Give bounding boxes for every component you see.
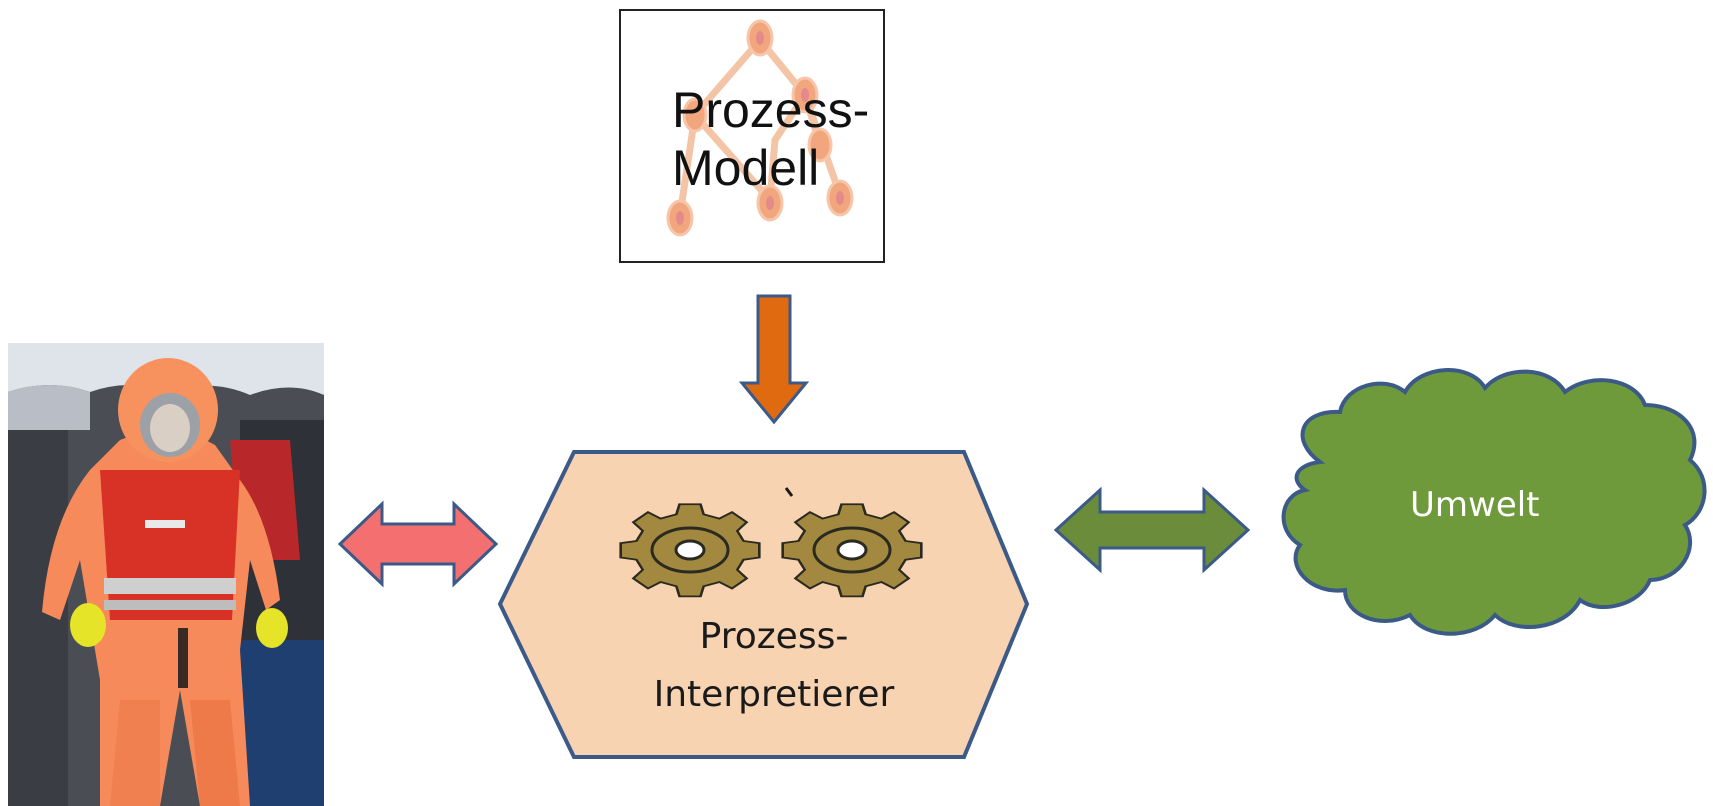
hazmat-suit-photo	[8, 343, 324, 806]
gears-icon	[619, 487, 923, 598]
model-to-interpreter-arrow	[738, 294, 810, 425]
person-interpreter-double-arrow	[337, 500, 499, 588]
interpreter-title-line1: Prozess-	[700, 616, 849, 657]
process-model-title-line1: Prozess-	[672, 82, 869, 138]
interpreter-title-line2: Interpretierer	[654, 674, 895, 715]
environment-cloud: Umwelt	[1281, 368, 1707, 636]
process-model-title-line2: Modell	[672, 140, 819, 196]
process-model-box: Prozess- Modell	[619, 9, 885, 263]
tree-graph-icon	[666, 19, 854, 237]
interpreter-hexagon: Prozess- Interpretierer	[497, 450, 1030, 759]
interpreter-environment-double-arrow	[1053, 486, 1251, 574]
environment-label: Umwelt	[1410, 485, 1540, 525]
